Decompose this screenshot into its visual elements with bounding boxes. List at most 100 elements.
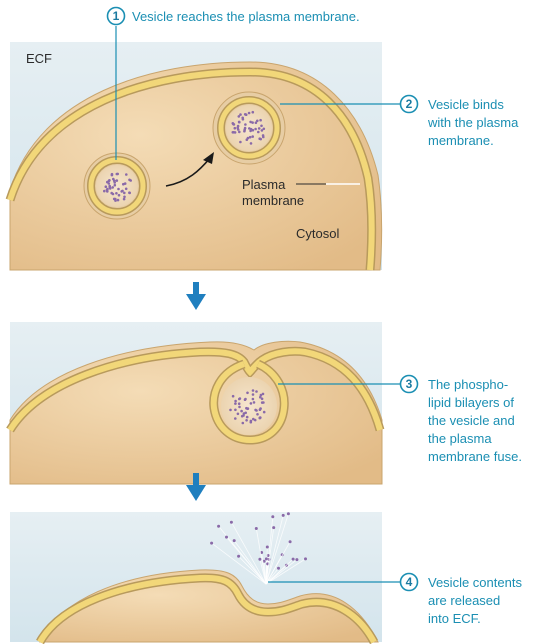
particle	[238, 406, 241, 409]
plasma-label-line1: Plasma	[242, 177, 286, 192]
particle	[234, 400, 237, 403]
particle	[234, 409, 237, 412]
step-4-text-line2: are released	[428, 593, 500, 608]
particle	[256, 413, 259, 416]
particle	[257, 131, 260, 134]
particle	[111, 173, 114, 176]
particle	[232, 131, 235, 134]
particle	[245, 407, 248, 410]
svg-text:3: 3	[406, 377, 413, 391]
particle	[240, 410, 243, 413]
step-4-number-badge: 4	[401, 574, 418, 591]
particle	[229, 409, 232, 412]
vesicle-2	[213, 92, 285, 164]
step-3-text-line5: membrane fuse.	[428, 449, 522, 464]
particle	[256, 120, 259, 123]
panel-3: 4 Vesicle contents are released into ECF…	[10, 512, 522, 642]
particle	[258, 127, 261, 130]
particle	[244, 412, 247, 415]
particle	[108, 179, 111, 182]
particle	[245, 113, 248, 116]
panel-1: ECF Plasma membrane Cytosol 1 Vesicle re…	[10, 8, 519, 271]
particle	[250, 402, 253, 405]
particle	[225, 536, 228, 539]
particle	[234, 402, 237, 405]
particle	[210, 542, 213, 545]
particle	[255, 527, 258, 530]
particle	[244, 398, 247, 401]
particle	[262, 134, 265, 137]
particle	[255, 409, 258, 412]
particle	[248, 127, 251, 130]
particle	[237, 555, 240, 558]
particle	[114, 184, 117, 187]
particle	[117, 188, 120, 191]
particle	[250, 420, 253, 423]
particle	[255, 390, 258, 393]
particle	[105, 185, 108, 188]
particle	[253, 401, 256, 404]
particle	[252, 129, 255, 132]
particle	[304, 557, 307, 560]
particle	[109, 186, 112, 189]
particle	[106, 188, 109, 191]
particle	[248, 112, 251, 115]
particle	[103, 190, 106, 193]
particle	[272, 526, 275, 529]
particle	[263, 411, 266, 414]
particle	[123, 198, 126, 201]
particle	[232, 122, 235, 125]
particle	[242, 422, 245, 425]
particle	[118, 194, 121, 197]
step-3-number-badge: 3	[401, 376, 418, 393]
particle	[252, 111, 255, 114]
step-2-number-badge: 2	[401, 96, 418, 113]
particle	[117, 199, 120, 202]
vesicle-1	[84, 153, 150, 219]
particle	[123, 196, 126, 199]
particle	[246, 416, 249, 419]
particle	[238, 121, 241, 124]
down-arrow-icon	[186, 282, 206, 310]
particle	[111, 186, 114, 189]
particle	[261, 129, 264, 132]
particle	[244, 123, 247, 126]
particle	[125, 173, 128, 176]
particle	[116, 173, 119, 176]
svg-text:1: 1	[113, 9, 120, 23]
ecf-label: ECF	[26, 51, 52, 66]
particle	[234, 417, 237, 420]
particle	[287, 512, 290, 515]
particle	[124, 182, 127, 185]
particle	[116, 179, 119, 182]
particle	[234, 127, 237, 130]
particle	[242, 414, 245, 417]
particle	[258, 558, 261, 561]
particle	[245, 419, 248, 422]
particle	[114, 199, 117, 202]
particle	[262, 393, 265, 396]
step-2-text-line1: Vesicle binds	[428, 97, 504, 112]
particle	[108, 182, 111, 185]
particle	[251, 135, 254, 138]
particle	[254, 128, 257, 131]
particle	[292, 558, 295, 561]
step-3-text-line2: lipid bilayers of	[428, 395, 514, 410]
particle	[236, 127, 239, 130]
step-1-text: Vesicle reaches the plasma membrane.	[132, 9, 360, 24]
svg-text:2: 2	[406, 97, 413, 111]
step-1-number-badge: 1	[108, 8, 125, 25]
particle	[250, 142, 253, 145]
particle	[115, 192, 118, 195]
particle	[282, 514, 285, 517]
particle	[295, 558, 298, 561]
particle	[261, 398, 264, 401]
particle	[237, 413, 240, 416]
particle	[239, 397, 242, 400]
particle	[271, 515, 274, 518]
particle	[266, 546, 269, 549]
particle	[260, 125, 263, 128]
particle	[243, 128, 246, 131]
particle	[265, 557, 268, 560]
